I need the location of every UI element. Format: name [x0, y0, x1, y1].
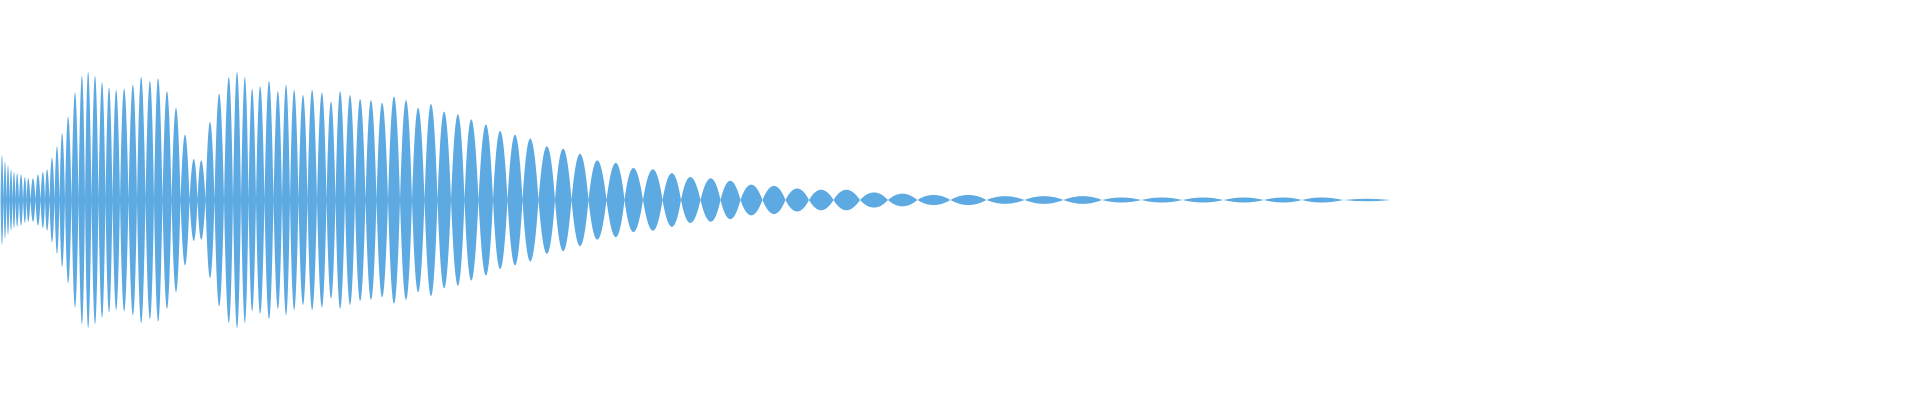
waveform-lobe: [376, 102, 388, 298]
waveform-lobe: [464, 119, 479, 281]
waveform-series: [0, 72, 1391, 328]
waveform-lobe: [137, 77, 146, 323]
waveform-lobe: [1182, 197, 1224, 203]
waveform-lobe: [189, 159, 198, 241]
waveform-lobe: [809, 189, 834, 211]
waveform-lobe: [1302, 197, 1344, 203]
waveform-lobe: [112, 89, 120, 311]
waveform-lobe: [290, 89, 299, 311]
waveform-lobe: [248, 88, 256, 312]
waveform-lobe: [365, 100, 377, 300]
waveform-lobe: [45, 169, 50, 231]
waveform-lobe: [643, 169, 663, 231]
waveform-lobe: [19, 174, 23, 226]
waveform-lobe: [1264, 197, 1302, 203]
waveform-lobe: [355, 98, 366, 302]
waveform-lobe: [1343, 198, 1391, 202]
waveform-lobe: [1102, 197, 1142, 203]
waveform-lobe: [9, 169, 13, 231]
waveform-lobe: [49, 157, 55, 243]
waveform-lobe: [478, 124, 493, 276]
waveform-lobe: [180, 134, 190, 266]
waveform-lobe: [762, 185, 786, 215]
waveform-lobe: [1024, 196, 1064, 204]
waveform-lobe: [145, 80, 154, 320]
waveform-lobe: [214, 93, 224, 307]
waveform-lobe: [91, 75, 99, 325]
waveform-lobe: [522, 138, 539, 262]
waveform-lobe: [26, 178, 31, 222]
waveform-lobe: [0, 155, 4, 245]
waveform-lobe: [40, 171, 45, 229]
waveform-lobe: [65, 116, 72, 284]
waveform-lobe: [538, 146, 555, 254]
waveform-lobe: [681, 176, 701, 224]
waveform-lobe: [59, 133, 65, 267]
waveform-lobe: [1223, 197, 1264, 203]
waveform-lobe: [12, 171, 16, 229]
waveform-lobe: [54, 146, 60, 254]
waveform-lobe: [1141, 197, 1183, 203]
waveform-lobe: [424, 104, 438, 296]
waveform-lobe: [412, 107, 425, 293]
waveform-lobe: [30, 178, 36, 222]
waveform-lobe: [282, 84, 290, 316]
waveform-lobe: [233, 72, 241, 328]
waveform-lobe: [335, 91, 345, 309]
waveform-lobe: [241, 77, 249, 323]
waveform-lobe: [493, 130, 508, 270]
waveform-lobe: [507, 134, 523, 266]
waveform-lobe: [917, 194, 951, 206]
waveform-lobe: [154, 78, 163, 322]
waveform-lobe: [400, 100, 412, 300]
waveform-lobe: [224, 77, 233, 323]
waveform-lobe: [273, 91, 282, 309]
waveform-lobe: [1063, 196, 1102, 204]
waveform-lobe: [986, 196, 1025, 204]
waveform-lobe: [388, 96, 400, 304]
waveform-lobe: [888, 193, 918, 207]
waveform-lobe: [256, 86, 265, 314]
waveform-lobe: [588, 160, 607, 240]
waveform-lobe: [162, 91, 172, 309]
waveform-lobe: [105, 87, 113, 313]
waveform-lobe: [6, 165, 10, 235]
waveform-lobe: [571, 153, 589, 247]
waveform-lobe: [15, 173, 19, 227]
waveform-lobe: [71, 92, 79, 308]
waveform-lobe: [120, 88, 129, 312]
waveform-lobe: [700, 178, 721, 222]
waveform-lobe: [606, 162, 625, 238]
waveform-lobe: [23, 176, 27, 224]
waveform-lobe: [264, 80, 274, 320]
waveform-lobe: [35, 174, 41, 226]
waveform-lobe: [98, 82, 106, 318]
waveform-lobe: [833, 189, 860, 211]
waveform-lobe: [326, 101, 336, 299]
waveform-lobe: [720, 180, 741, 220]
waveform-lobe: [307, 89, 317, 311]
waveform-lobe: [128, 84, 137, 316]
waveform-lobe: [345, 95, 355, 305]
waveform-lobe: [860, 192, 888, 208]
waveform-lobe: [624, 168, 643, 232]
waveform-lobe: [451, 114, 465, 286]
waveform-lobe: [197, 160, 206, 240]
waveform-lobe: [555, 148, 572, 252]
waveform-lobe: [437, 111, 451, 289]
waveform-lobe: [740, 184, 763, 216]
waveform-lobe: [205, 121, 215, 279]
waveform-lobe: [950, 194, 987, 206]
waveform-lobe: [78, 75, 85, 325]
waveform-lobe: [317, 92, 327, 308]
waveform-lobe: [785, 188, 809, 212]
waveform-lobe: [3, 161, 7, 239]
waveform-lobe: [171, 107, 181, 293]
waveform-lobe: [298, 95, 308, 305]
waveform-lobe: [85, 72, 92, 328]
waveform-lobe: [662, 173, 681, 227]
